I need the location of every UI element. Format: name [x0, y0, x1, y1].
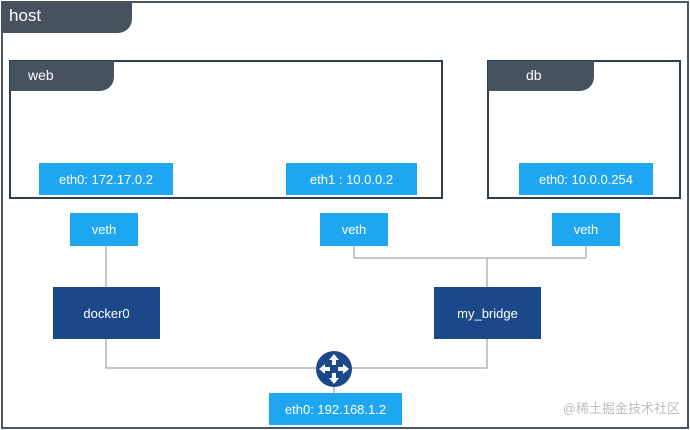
watermark: @稀土掘金技术社区 [562, 401, 680, 416]
my-bridge: my_bridge [434, 287, 541, 339]
veth-right: veth [552, 213, 620, 246]
veth-left: veth [70, 213, 138, 246]
host-eth0-interface: eth0: 192.168.1.2 [269, 393, 402, 425]
db-container-label: db [488, 61, 594, 91]
router-icon [316, 351, 352, 387]
db-eth0-interface: eth0: 10.0.0.254 [519, 163, 653, 195]
wire-router-mybridge [352, 339, 488, 369]
docker0-bridge: docker0 [53, 287, 160, 339]
veth-middle: veth [320, 213, 388, 246]
web-container-label: web [10, 61, 114, 91]
web-eth0-interface: eth0: 172.17.0.2 [39, 163, 173, 195]
host-label: host [1, 1, 132, 33]
wire-docker0-router [105, 339, 316, 369]
web-eth1-interface: eth1 : 10.0.0.2 [286, 163, 417, 195]
